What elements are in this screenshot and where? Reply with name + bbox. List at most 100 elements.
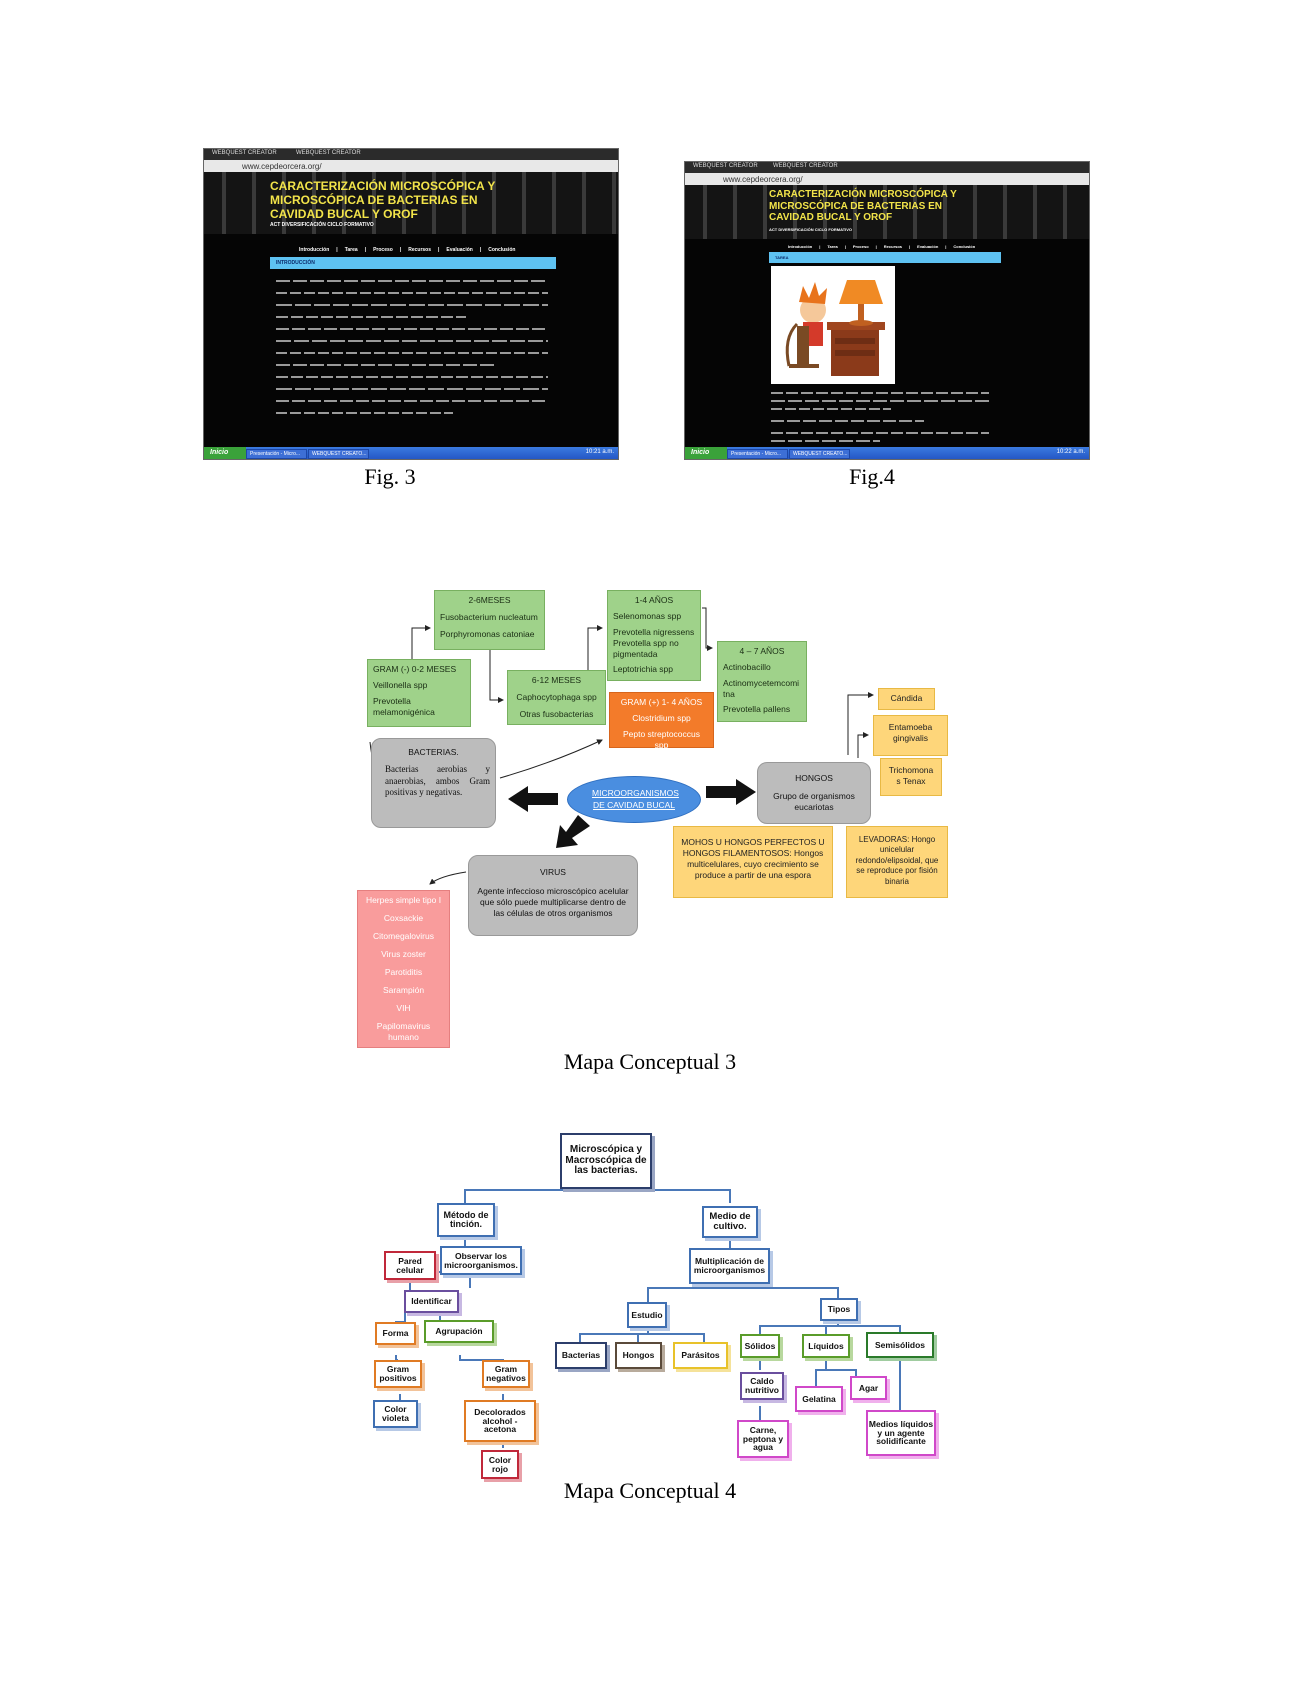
page-subtitle: ACT DIVERSIFICACIÓN CICLO FORMATIVO <box>270 222 374 228</box>
node-bacterias: BACTERIAS. Bacterias aerobias y anaerobi… <box>371 738 496 828</box>
node-metodo-tincion: Método de tinción. <box>437 1203 495 1237</box>
node-carne-peptona: Carne, peptona y agua <box>737 1420 789 1458</box>
section-header: TAREA <box>769 252 1001 263</box>
taskbar-button[interactable]: WEBQUEST CREATO... <box>308 449 369 459</box>
node-pared-celular: Pared celular <box>384 1251 436 1280</box>
node-hongos: Hongos <box>615 1342 662 1369</box>
browser-tab[interactable]: WEBQUEST CREATOR <box>773 163 838 169</box>
node-parasitos: Parásitos <box>673 1342 728 1369</box>
node-levaduras: LEVADORAS: Hongo unicelular redondo/elip… <box>846 826 948 898</box>
node-1-4-anos: 1-4 AÑOS Selenomonas spp Prevotella nigr… <box>607 590 701 681</box>
nav-item[interactable]: Conclusión <box>953 244 976 249</box>
node-gram-neg-0-2: GRAM (-) 0-2 MESES Veillonella spp Prevo… <box>367 659 471 727</box>
browser-tab[interactable]: WEBQUEST CREATOR <box>212 150 277 156</box>
screenshot-fig3: WEBQUEST CREATOR WEBQUEST CREATOR www.ce… <box>203 148 619 460</box>
virus-item: Virus zoster <box>381 949 426 960</box>
clock: 10:21 a.m. <box>585 449 614 455</box>
nav-item[interactable]: Conclusión <box>488 247 516 253</box>
nav-item[interactable]: Tarea <box>827 244 838 249</box>
node-tipos: Tipos <box>820 1298 858 1321</box>
node-candida: Cándida <box>878 688 935 710</box>
node-gram-positivos: Gram positivos <box>374 1360 422 1388</box>
node-6-12-meses: 6-12 MESES Caphocytophaga spp Otras fuso… <box>507 670 606 725</box>
virus-item: Citomegalovirus <box>373 931 434 942</box>
node-virus-list: Herpes simple tipo I Coxsackie Citomegal… <box>357 890 450 1048</box>
cartoon-image <box>771 266 895 384</box>
browser-titlebar: WEBQUEST CREATOR WEBQUEST CREATOR <box>685 162 1089 173</box>
virus-item: Sarampión <box>382 985 425 996</box>
body-text <box>276 277 548 425</box>
node-liquidos: Líquidos <box>802 1334 850 1358</box>
node-4-7-anos: 4 – 7 AÑOS Actinobacillo Actinomycetemco… <box>717 641 807 722</box>
node-forma: Forma <box>375 1322 416 1345</box>
nav-item[interactable]: Recursos <box>883 244 903 249</box>
taskbar-button[interactable]: Presentación - Micro... <box>727 449 788 459</box>
virus-item: Herpes simple tipo I <box>365 895 442 905</box>
virus-item: Parotiditis <box>384 967 423 978</box>
virus-item: Coxsackie <box>383 913 424 924</box>
taskbar-button[interactable]: Presentación - Micro... <box>246 449 307 459</box>
browser-titlebar: WEBQUEST CREATOR WEBQUEST CREATOR <box>204 149 618 160</box>
node-medios-liquidos: Medios líquidos y un agente solidificant… <box>866 1410 936 1456</box>
nav-item[interactable]: Introducción <box>299 247 330 253</box>
node-agar: Agar <box>850 1376 887 1400</box>
nav-item[interactable]: Recursos <box>408 247 432 253</box>
fig4-caption: Fig.4 <box>849 464 895 489</box>
node-virus: VIRUS Agente infeccioso microscópico ace… <box>468 855 638 936</box>
nav-menu: Introducción|Tarea|Proceso|Recursos|Eval… <box>299 247 516 253</box>
node-agrupacion: Agrupación <box>424 1320 494 1343</box>
taskbar-button[interactable]: WEBQUEST CREATO... <box>789 449 850 459</box>
virus-item: VIH <box>396 1003 411 1014</box>
node-color-rojo: Color rojo <box>481 1450 519 1479</box>
node-bacterias: Bacterias <box>555 1342 607 1369</box>
url-text: www.cepdeorcera.org/ <box>242 162 322 171</box>
address-bar[interactable]: www.cepdeorcera.org/ <box>685 173 1089 185</box>
browser-tab[interactable]: WEBQUEST CREATOR <box>296 150 361 156</box>
address-bar[interactable]: www.cepdeorcera.org/ <box>204 160 618 172</box>
nav-item[interactable]: Introducción <box>788 244 813 249</box>
node-gram-negativos: Gram negativos <box>482 1360 530 1388</box>
node-color-violeta: Color violeta <box>373 1400 418 1428</box>
nav-menu: Introducción|Tarea|Proceso|Recursos|Eval… <box>788 244 976 249</box>
map4-caption: Mapa Conceptual 4 <box>563 1478 737 1503</box>
nav-item[interactable]: Tarea <box>344 247 358 253</box>
node-medio-cultivo: Medio de cultivo. <box>702 1206 758 1238</box>
clock: 10:22 a.m. <box>1056 449 1085 455</box>
node-gelatina: Gelatina <box>795 1386 843 1412</box>
virus-item: Papilomavirus humano <box>376 1021 431 1043</box>
node-center-microorganismos: MICROORGANISMOS DE CAVIDAD BUCAL <box>567 776 701 823</box>
node-solidos: Sólidos <box>740 1334 780 1358</box>
taskbar: Inicio Presentación - Micro... WEBQUEST … <box>204 447 618 459</box>
node-identificar: Identificar <box>404 1290 459 1313</box>
node-mohos: MOHOS U HONGOS PERFECTOS U HONGOS FILAME… <box>673 826 833 898</box>
fig3-caption: Fig. 3 <box>364 464 416 489</box>
node-estudio: Estudio <box>627 1302 667 1328</box>
node-2-6-meses: 2-6MESES Fusobacterium nucleatum Porphyr… <box>434 590 545 650</box>
browser-tab[interactable]: WEBQUEST CREATOR <box>693 163 758 169</box>
node-decolorados: Decolorados alcohol - acetona <box>464 1400 536 1442</box>
page-subtitle: ACT DIVERSIFICACIÓN CICLO FORMATIVO <box>769 227 853 232</box>
node-gram-pos: GRAM (+) 1- 4 AÑOS Clostridium spp Pepto… <box>609 692 714 750</box>
screenshot-fig4: WEBQUEST CREATOR WEBQUEST CREATOR www.ce… <box>684 161 1090 460</box>
map3-caption: Mapa Conceptual 3 <box>563 1049 737 1074</box>
nav-item[interactable]: Proceso <box>852 244 869 249</box>
node-root: Microscópica y Macroscópica de las bacte… <box>560 1133 652 1189</box>
node-semisolidos: Semisólidos <box>866 1332 934 1358</box>
url-text: www.cepdeorcera.org/ <box>723 175 803 184</box>
nav-item[interactable]: Proceso <box>373 247 393 253</box>
nav-item[interactable]: Evaluación <box>917 244 939 249</box>
section-header: INTRODUCCIÓN <box>270 257 556 269</box>
node-entamoeba: Entamoeba gingivalis <box>873 715 948 756</box>
taskbar: Inicio Presentación - Micro... WEBQUEST … <box>685 447 1089 459</box>
nav-item[interactable]: Evaluación <box>446 247 473 253</box>
node-hongos: HONGOS Grupo de organismos eucariotas <box>757 762 871 824</box>
node-observar: Observar los microorganismos. <box>440 1246 522 1275</box>
start-button[interactable]: Inicio <box>685 447 727 459</box>
start-button[interactable]: Inicio <box>204 447 246 459</box>
